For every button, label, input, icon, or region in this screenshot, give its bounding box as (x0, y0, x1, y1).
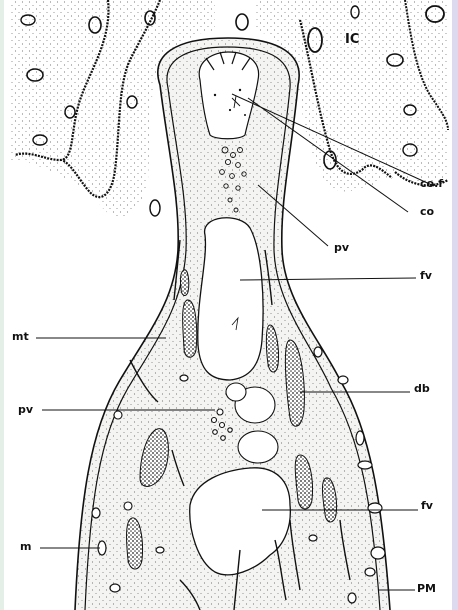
label-fv-bottom: fv (421, 500, 433, 511)
right-edge-tint (452, 0, 458, 610)
label-fv-top: fv (420, 270, 432, 281)
label-ic: IC (345, 33, 359, 46)
label-db: db (414, 383, 430, 394)
food-vacuole-top (198, 218, 263, 380)
left-edge-tint (0, 0, 4, 610)
label-pv-left: pv (18, 404, 33, 415)
label-co-f: co.f (420, 178, 443, 189)
label-pm: PM (417, 583, 436, 594)
label-co: co (420, 206, 434, 217)
label-mt: mt (12, 331, 29, 342)
label-m: m (20, 541, 31, 552)
label-pv-top: pv (334, 242, 349, 253)
